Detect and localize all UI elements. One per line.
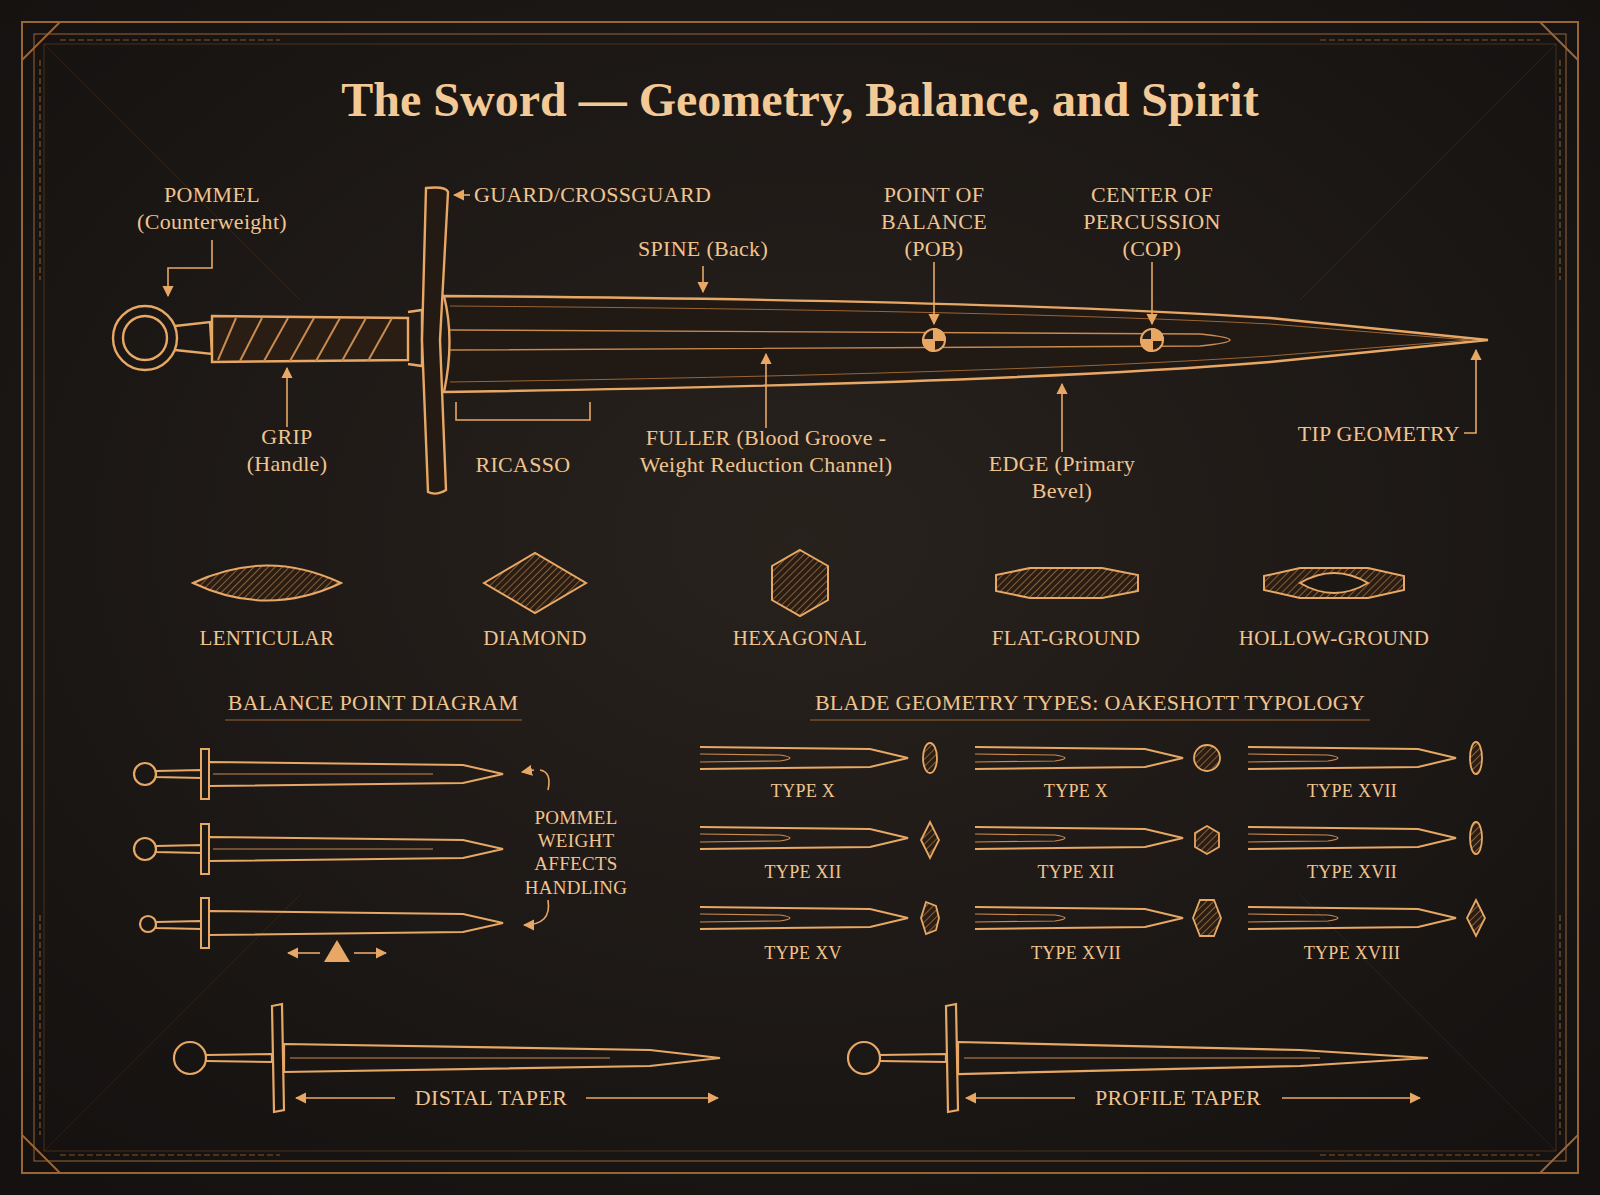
type-label: TYPE X [771,781,835,803]
part-label: TIP GEOMETRY [1298,421,1460,448]
part-label: EDGE (Primary Bevel) [977,451,1147,505]
section-heading: BALANCE POINT DIAGRAM [228,690,519,717]
type-label: TYPE XII [765,862,842,884]
section-label: HOLLOW-GROUND [1239,626,1430,652]
taper-label: DISTAL TAPER [415,1085,567,1112]
part-label: RICASSO [475,452,570,479]
section-label: DIAMOND [483,626,587,652]
section-label: LENTICULAR [200,626,335,652]
type-label: TYPE XVIII [1304,943,1400,965]
part-label: GRIP (Handle) [232,424,342,478]
section-label: HEXAGONAL [733,626,868,652]
taper-label: PROFILE TAPER [1095,1085,1261,1112]
type-label: TYPE XVII [1307,862,1397,884]
section-label: FLAT-GROUND [992,626,1140,652]
type-label: TYPE XVII [1307,781,1397,803]
note: POMMEL WEIGHT AFFECTS HANDLING [521,806,631,899]
type-label: TYPE XVII [1031,943,1121,965]
part-label: POMMEL (Counterweight) [122,182,302,236]
section-heading: BLADE GEOMETRY TYPES: OAKESHOTT TYPOLOGY [815,690,1365,717]
type-label: TYPE XII [1038,862,1115,884]
part-label: POINT OF BALANCE (POB) [859,182,1009,262]
part-label: SPINE (Back) [638,236,768,263]
part-label: CENTER OF PERCUSSION (COP) [1067,182,1237,262]
part-label: FULLER (Blood Groove - Weight Reduction … [621,425,911,479]
type-label: TYPE XV [764,943,842,965]
title: The Sword — Geometry, Balance, and Spiri… [341,72,1258,127]
type-label: TYPE X [1044,781,1108,803]
part-label: GUARD/CROSSGUARD [474,182,711,209]
